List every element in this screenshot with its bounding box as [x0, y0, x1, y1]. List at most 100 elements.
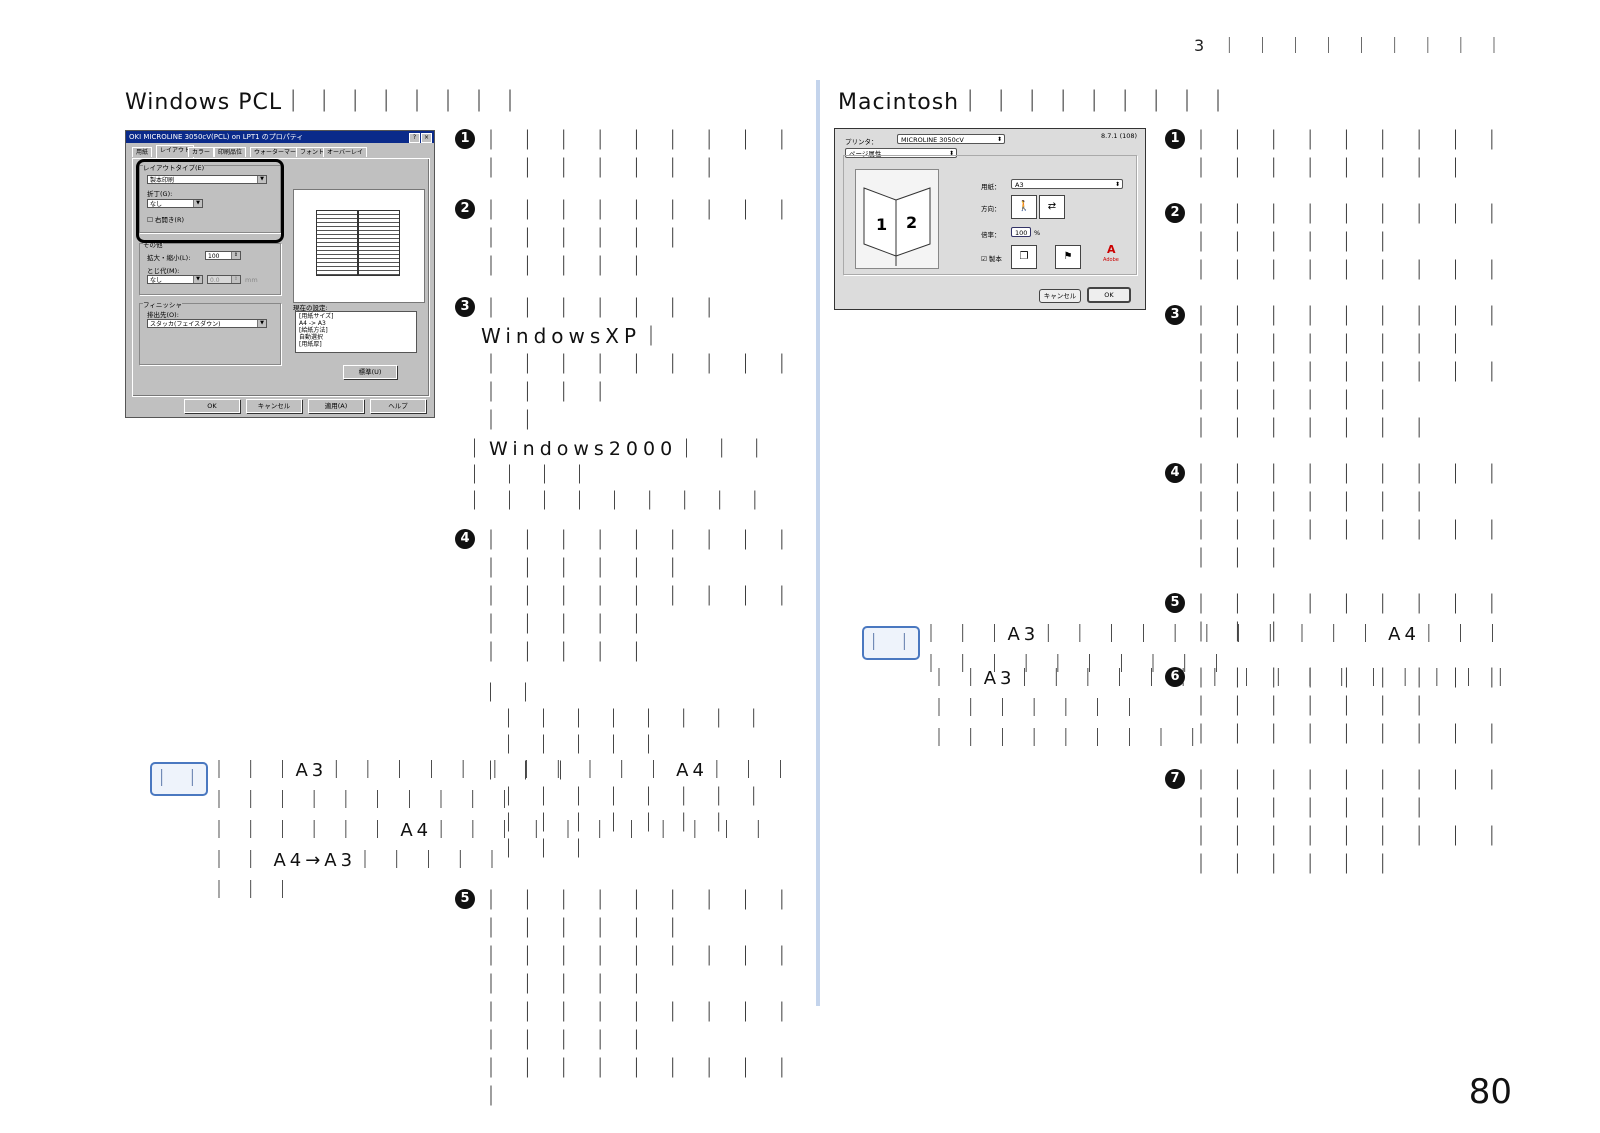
step-4-sub2-head: ｜ ｜ ｜: [481, 760, 576, 782]
step-number: 4: [455, 529, 475, 549]
step-number: 2: [455, 199, 475, 219]
open-book-icon: 1 2: [863, 187, 931, 266]
binding-num: 0.0: [210, 277, 220, 284]
mac-step-4: 4 ｜ ｜ ｜ ｜ ｜ ｜ ｜ ｜ ｜ ｜ ｜ ｜ ｜ ｜ ｜ ｜ ｜ ｜ ｜ ｜…: [1165, 460, 1525, 572]
fold-select[interactable]: なし▼: [147, 199, 203, 208]
finisher-label: フィニッシャ: [143, 299, 182, 309]
binding-checkbox[interactable]: ☑ 製本: [981, 255, 1002, 263]
windows-note-badge: ｜ ｜: [150, 762, 208, 796]
close-icon[interactable]: ×: [421, 133, 432, 143]
step-text: ｜ ｜ ｜ ｜ ｜ ｜ ｜ ｜ ｜ ｜ ｜ ｜ ｜ ｜ ｜ ｜ ｜ ｜ ｜ ｜ …: [481, 528, 797, 664]
step-text: ｜ ｜ ｜ ｜ ｜ ｜ ｜ ｜ ｜ ｜ ｜ ｜ ｜ ｜ ｜ ｜: [481, 128, 797, 180]
other-group: [139, 243, 281, 295]
scale-input[interactable]: 100: [1011, 227, 1031, 237]
right-open-checkbox[interactable]: ☐ 右開き(R): [147, 216, 184, 224]
booklet-icon[interactable]: ❐: [1011, 245, 1037, 269]
fold-value: なし: [150, 201, 163, 208]
mac-step-6: 6｜ ｜ ｜ ｜ ｜ ｜ ｜ ｜ ｜ ｜ ｜ ｜ ｜ ｜ ｜ ｜ ｜ ｜ ｜ ｜…: [1165, 664, 1525, 748]
mac-step-3: 3｜ ｜ ｜ ｜ ｜ ｜ ｜ ｜ ｜ ｜ ｜ ｜ ｜ ｜ ｜ ｜ ｜ ｜ ｜ ｜…: [1165, 302, 1525, 442]
default-button[interactable]: 標準(U): [343, 365, 397, 379]
adobe-logo-icon: A: [1107, 243, 1116, 256]
dialog-title-bar: OKI MICROLINE 3050cV(PCL) on LPT1 のプロパティ: [126, 131, 434, 143]
step-number: 7: [1165, 769, 1185, 789]
step-text: ｜ ｜ ｜ ｜ ｜ ｜ ｜ ｜ ｜ ｜ ｜ ｜ ｜ ｜ ｜ ｜ ｜ ｜ ｜ ｜ …: [1191, 462, 1507, 570]
landscape-icon[interactable]: ⇄: [1039, 195, 1065, 219]
layout-type-select[interactable]: 製本印刷 ▼: [147, 175, 267, 184]
step-number: 5: [1165, 593, 1185, 613]
windows-section-title: Windows PCL｜ ｜ ｜ ｜ ｜ ｜ ｜ ｜: [125, 90, 523, 115]
tab-color[interactable]: カラー: [188, 147, 215, 157]
mac-note-badge: ｜ ｜: [862, 626, 920, 660]
dialog-title: OKI MICROLINE 3050cV(PCL) on LPT1 のプロパティ: [129, 133, 304, 141]
mac-step-5: 5 ｜ ｜ ｜ ｜ ｜ ｜ ｜ ｜ ｜ ｜ ｜ ｜: [1165, 590, 1525, 646]
chevron-down-icon: ⬍: [996, 136, 1002, 143]
apply-button[interactable]: 適用(A): [308, 399, 364, 413]
layout-type-value: 製本印刷: [150, 177, 175, 184]
help-button[interactable]: ヘルプ: [370, 399, 426, 413]
other-label: その他: [143, 239, 163, 249]
page-attributes-select[interactable]: ページ属性 ⬍: [845, 148, 957, 158]
mac-page-setup-dialog: プリンタ： MICROLINE 3050cV⬍ 8.7.1 (108) ページ属…: [834, 128, 1146, 310]
step-number: 3: [455, 297, 475, 317]
mac-step-2: 2 ｜ ｜ ｜ ｜ ｜ ｜ ｜ ｜ ｜ ｜ ｜ ｜ ｜ ｜ ｜ ｜ ｜ ｜ ｜ ｜…: [1165, 200, 1525, 284]
step-text: ｜ ｜ ｜ ｜ ｜ ｜ ｜ WindowsXP｜ ｜ ｜ ｜ ｜ ｜ ｜ ｜ ｜…: [481, 296, 797, 432]
portrait-icon[interactable]: 🚶: [1011, 195, 1037, 219]
step-number: 2: [1165, 203, 1185, 223]
step-number: 5: [455, 889, 475, 909]
ok-button[interactable]: OK: [184, 399, 240, 413]
current-settings-label: 現在の設定:: [293, 304, 328, 312]
current-settings-list[interactable]: [用紙サイズ] A4 -> A3 [給紙方法] 自動選択 [用紙厚]: [295, 311, 417, 353]
step-4-sub2-body: ｜ ｜ ｜ ｜ ｜ ｜ ｜ ｜ ｜ ｜ ｜ ｜ ｜ ｜ ｜ ｜ ｜ ｜: [499, 786, 769, 860]
step-text: ｜ ｜ ｜ ｜ ｜ ｜ ｜ ｜ ｜ ｜ ｜ ｜ ｜ ｜ ｜ ｜ ｜ ｜ ｜ ｜ …: [481, 888, 797, 1108]
chevron-down-icon: ⬍: [948, 150, 954, 157]
windows-step-2: 2 ｜ ｜ ｜ ｜ ｜ ｜ ｜ ｜ ｜ ｜ ｜ ｜ ｜ ｜ ｜ ｜ ｜ ｜ ｜ ｜: [455, 196, 803, 280]
cancel-button[interactable]: キャンセル: [1039, 289, 1081, 303]
ok-button[interactable]: OK: [1087, 287, 1131, 303]
paper-select[interactable]: A3⬍: [1011, 179, 1123, 189]
step-number: 1: [1165, 129, 1185, 149]
step-text: ｜ ｜ ｜ ｜ ｜ ｜ ｜ ｜ ｜ ｜ ｜ ｜ ｜ ｜ ｜ ｜ ｜ ｜ ｜ ｜: [481, 198, 797, 278]
output-value: スタッカ(フェイスダウン): [150, 321, 221, 328]
chevron-down-icon: ⬍: [1114, 181, 1120, 188]
binding-select[interactable]: なし▼: [147, 275, 203, 284]
chevron-down-icon: ▼: [257, 320, 266, 327]
step-text: ｜ ｜ ｜ ｜ ｜ ｜ ｜ ｜ ｜ ｜ ｜ ｜: [1191, 592, 1507, 644]
mac-step-7: 7 ｜ ｜ ｜ ｜ ｜ ｜ ｜ ｜ ｜ ｜ ｜ ｜ ｜ ｜ ｜ ｜ ｜ ｜ ｜ ｜…: [1165, 766, 1525, 878]
svg-text:1: 1: [876, 215, 887, 234]
tab-paper[interactable]: 用紙: [132, 147, 153, 157]
svg-text:2: 2: [906, 213, 917, 232]
windows-step-3-extra: ｜Windows2000｜ ｜ ｜ ｜ ｜ ｜ ｜ ｜ ｜ ｜ ｜ ｜ ｜ ｜ …: [465, 438, 772, 512]
scale-label: 倍率：: [981, 231, 1001, 239]
dog-icon[interactable]: ⚑: [1055, 245, 1081, 269]
output-select[interactable]: スタッカ(フェイスダウン) ▼: [147, 319, 267, 328]
printer-select[interactable]: MICROLINE 3050cV ⬍: [897, 134, 1005, 144]
page-number: 80: [1468, 1072, 1512, 1112]
scale-unit: %: [1034, 229, 1041, 237]
spin-icon[interactable]: ⇕: [231, 252, 240, 259]
binding-width-input[interactable]: 0.0 ⇕: [207, 275, 241, 284]
step-4-sub1-head: ｜ ｜: [481, 682, 541, 704]
binding-unit: mm: [245, 276, 258, 284]
step-text: ｜ ｜ ｜ ｜ ｜ ｜ ｜ ｜ ｜ ｜ ｜ ｜ ｜ ｜ ｜ ｜ ｜ ｜ ｜ ｜ …: [1191, 768, 1507, 876]
mac-step-1: 1｜ ｜ ｜ ｜ ｜ ｜ ｜ ｜ ｜ ｜ ｜ ｜ ｜ ｜ ｜ ｜ ｜: [1165, 126, 1525, 182]
step-number: 4: [1165, 463, 1185, 483]
booklet-preview: 1 2: [855, 169, 939, 269]
binding-label: とじ代(M):: [147, 267, 180, 275]
chapter-header: 3 ｜ ｜ ｜ ｜ ｜ ｜ ｜ ｜ ｜: [1194, 36, 1508, 55]
mac-note-text-2: ｜ ｜A3｜ ｜ ｜ ｜ ｜ ｜ ｜ ｜ ｜ ｜ ｜ ｜ ｜ ｜ ｜ ｜ ｜ ｜…: [930, 668, 1514, 749]
booklet-preview: [293, 189, 425, 303]
page-attributes-value: ページ属性: [849, 150, 882, 158]
tab-print-quality[interactable]: 印刷品位: [214, 147, 247, 157]
layout-type-group: [139, 165, 281, 233]
layout-type-label: レイアウトタイプ(E): [143, 162, 205, 172]
printer-value: MICROLINE 3050cV: [901, 136, 964, 144]
spin-icon[interactable]: ⇕: [231, 276, 240, 283]
mac-steps: 1｜ ｜ ｜ ｜ ｜ ｜ ｜ ｜ ｜ ｜ ｜ ｜ ｜ ｜ ｜ ｜ ｜ 2 ｜ ｜ …: [1165, 126, 1525, 896]
zoom-input[interactable]: 100⇕: [205, 251, 241, 260]
windows-note-text: ｜ ｜ ｜A3｜ ｜ ｜ ｜ ｜ ｜ ｜ ｜ ｜ ｜ ｜ A4｜ ｜ ｜ ｜ ｜…: [210, 760, 794, 901]
help-icon[interactable]: ?: [409, 133, 420, 143]
cancel-button[interactable]: キャンセル: [246, 399, 302, 413]
tab-overlay[interactable]: オーバーレイ: [323, 147, 367, 157]
step-text: ｜ ｜ ｜ ｜ ｜ ｜ ｜ ｜ ｜ ｜ ｜ ｜ ｜ ｜ ｜ ｜ ｜ ｜ ｜ ｜ …: [1191, 202, 1507, 282]
chevron-down-icon: ▼: [257, 176, 266, 183]
